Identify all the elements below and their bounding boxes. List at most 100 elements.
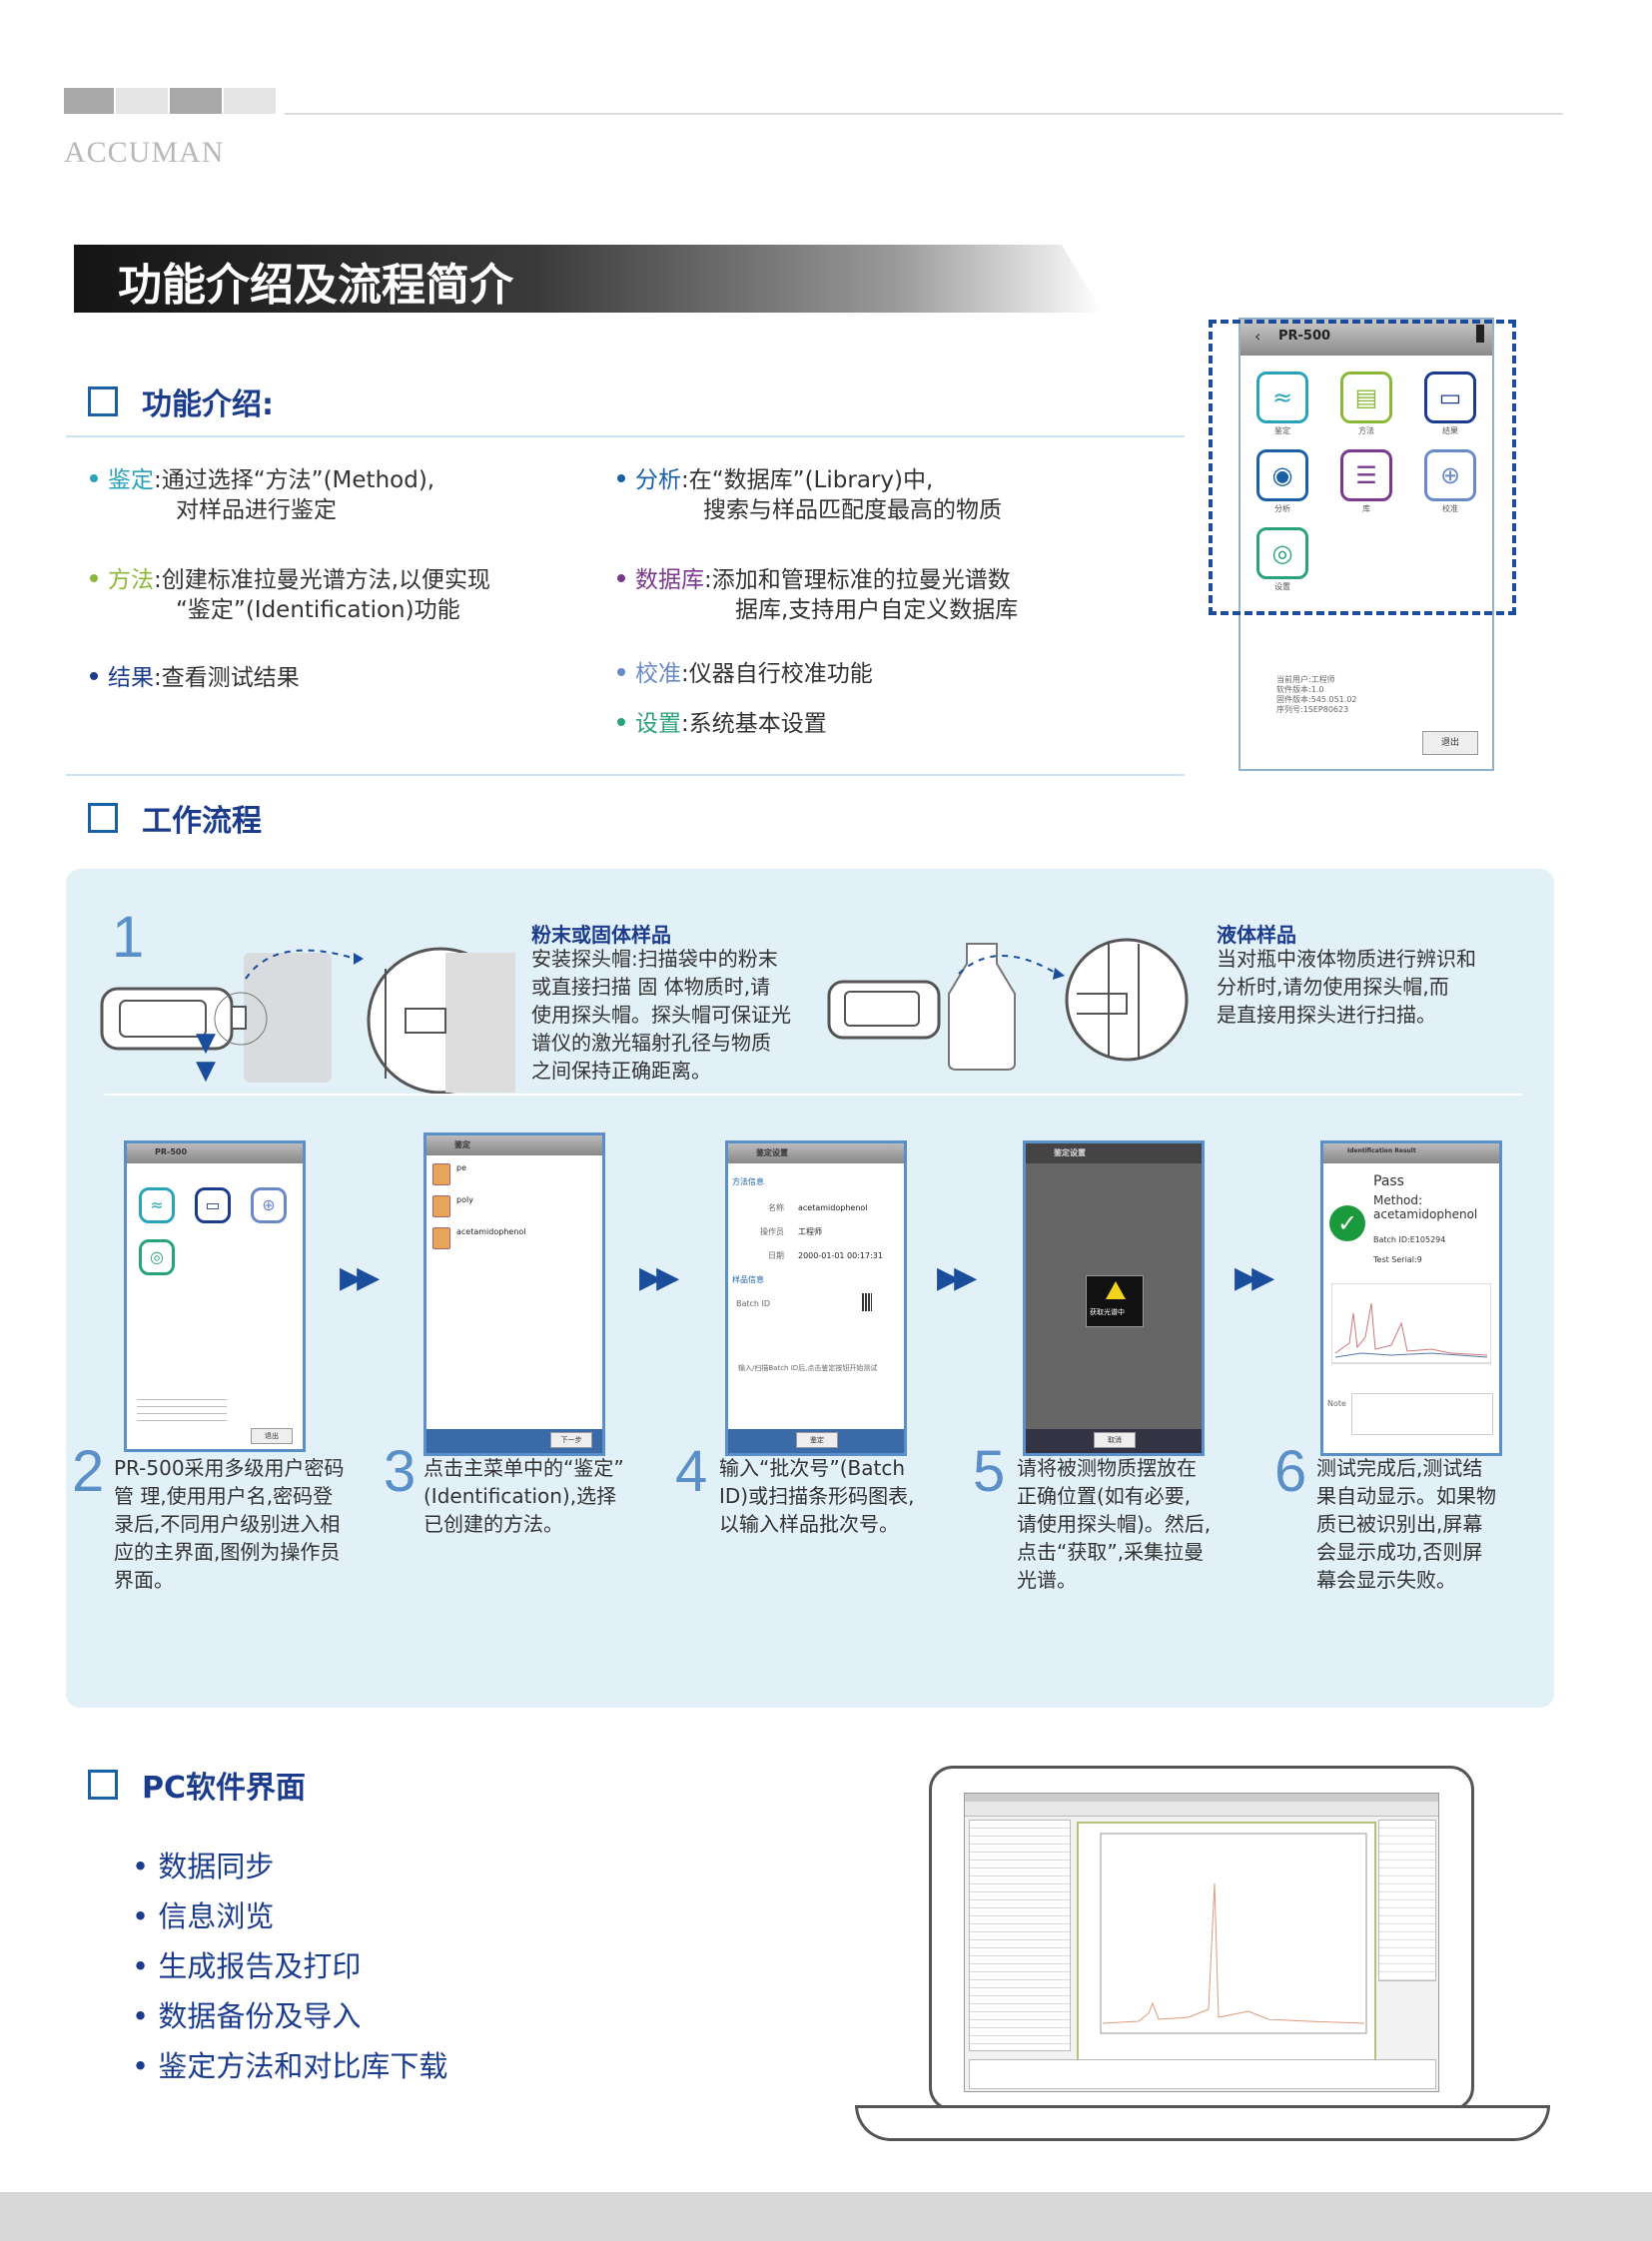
info-line: 软件版本:1.0 — [1276, 685, 1324, 694]
info-line: 当前用户:工程师 — [1276, 675, 1335, 684]
feature-desc-cont: “鉴定”(Identification)功能 — [176, 597, 460, 623]
step-line: 以输入样品批次号。 — [719, 1512, 899, 1536]
step-description: 请将被测物质摆放在正确位置(如有必要,请使用探头帽)。然后,点击“获取”,采集拉… — [1017, 1454, 1256, 1594]
file-tree — [969, 1820, 1071, 2051]
bullet-icon — [90, 671, 98, 680]
feature-item: 鉴定:通过选择“方法”(Method), 对样品进行鉴定 — [90, 465, 434, 525]
laser-warning-icon — [1106, 1281, 1126, 1299]
header-block-3 — [170, 88, 222, 114]
target-icon: ⊕ — [251, 1187, 287, 1223]
liquid-title: 液体样品 — [1217, 923, 1296, 947]
feature-desc-cont: 对样品进行鉴定 — [176, 497, 337, 523]
shot-title: PR-500 — [155, 1147, 188, 1156]
feature-key: 分析 — [635, 467, 681, 493]
header-rule — [285, 113, 1563, 115]
shot-bottom-bar: 取消 — [1026, 1429, 1202, 1453]
batch-id-label: Batch ID — [736, 1299, 771, 1308]
step-6-screenshot: Identification Result ✓ Pass Method: ace… — [1320, 1140, 1502, 1456]
toolbar — [965, 1802, 1438, 1817]
step-line: 界面。 — [114, 1568, 174, 1592]
checkbox-icon — [88, 803, 118, 833]
window-title-bar — [965, 1794, 1438, 1802]
folder-icon: ▭ — [195, 1187, 231, 1223]
shot-title-bar: PR-500 — [127, 1143, 303, 1163]
header-block-4 — [224, 88, 276, 114]
step-line: 请将被测物质摆放在 — [1017, 1456, 1197, 1480]
feature-item: 方法:创建标准拉曼光谱方法,以便实现“鉴定”(Identification)功能 — [90, 565, 490, 625]
checkbox-icon — [88, 386, 118, 416]
shot-bottom-bar: 下一步 — [426, 1429, 602, 1453]
features-heading-text: 功能介绍: — [142, 387, 274, 422]
bullet-icon: • — [132, 1850, 159, 1883]
shot-title-bar: 鉴定 — [426, 1135, 602, 1155]
step-line: 录后,不同用户级别进入相 — [114, 1512, 341, 1536]
shot-bottom-bar: 鉴定 — [728, 1429, 904, 1453]
feature-sep: : — [681, 711, 689, 737]
method-name: poly — [456, 1195, 473, 1204]
feature-desc-cont: 搜索与样品匹配度最高的物质 — [703, 497, 1002, 523]
liquid-text-line: 当对瓶中液体物质进行辨识和 — [1217, 947, 1476, 971]
feature-key: 设置 — [635, 711, 681, 737]
feature-sep: : — [704, 567, 712, 593]
main-menu-screenshot: ‹ PR-500 ≈鉴定▤方法▭结果◉分析☰库⊕校准◎设置 当前用户:工程师软件… — [1239, 318, 1494, 771]
feature-sep: : — [154, 467, 162, 493]
pc-feature-text: 生成报告及打印 — [158, 1949, 362, 1983]
step-line: 测试完成后,测试结 — [1316, 1456, 1483, 1480]
next-arrow-icon: ▶▶ — [1235, 1260, 1274, 1295]
feature-key: 方法 — [108, 567, 154, 593]
method-info-label: 方法信息 — [732, 1177, 764, 1186]
pc-heading-text: PC软件界面 — [142, 1771, 307, 1806]
laptop-base — [855, 2105, 1550, 2141]
feature-item: 设置:系统基本设置 — [617, 709, 827, 739]
feature-key: 鉴定 — [108, 467, 154, 493]
name-label: 名称 — [768, 1203, 784, 1212]
step-line: 应的主界面,图例为操作员 — [114, 1540, 341, 1564]
step-line: (Identification),选择 — [423, 1484, 617, 1508]
operator-value: 工程师 — [798, 1227, 822, 1236]
feature-sep: : — [154, 567, 162, 593]
shot-title: Identification Result — [1347, 1147, 1416, 1154]
step-description: PR-500采用多级用户密码管 理,使用用户名,密码登录后,不同用户级别进入相应… — [114, 1454, 354, 1594]
bullet-icon: • — [132, 1949, 159, 1983]
step-line: 会显示成功,否则屏 — [1316, 1540, 1483, 1564]
liquid-text: 当对瓶中液体物质进行辨识和分析时,请勿使用探头帽,而是直接用探头进行扫描。 — [1217, 945, 1476, 1029]
icon-label: 结果 — [1442, 426, 1458, 435]
bullet-icon — [90, 473, 98, 482]
pc-software-screen — [964, 1793, 1439, 2092]
pc-feature-text: 数据同步 — [158, 1850, 275, 1883]
shot-title-bar: 鉴定设置 — [728, 1143, 904, 1163]
powder-text: 安装探头帽:扫描袋中的粉末或直接扫描 固 体物质时,请使用探头帽。探头帽可保证光… — [531, 945, 791, 1085]
step-5-screenshot: 鉴定设置 获取光谱中 取消 — [1023, 1140, 1205, 1456]
bullet-icon: • — [132, 1899, 159, 1933]
status-panel — [969, 2059, 1436, 2089]
footer-bar — [0, 2192, 1652, 2241]
name-value: acetamidophenol — [798, 1203, 868, 1212]
method-label: Method: — [1373, 1193, 1423, 1207]
shot-title: 鉴定设置 — [1054, 1148, 1086, 1157]
test-serial: Test Serial:9 — [1373, 1255, 1422, 1264]
chart-icon: ≈鉴定 — [1256, 372, 1308, 435]
pc-heading: PC软件界面 — [88, 1763, 306, 1807]
bullet-icon: • — [132, 2049, 159, 2083]
shot-title-bar: 鉴定设置 — [1026, 1143, 1202, 1163]
bullet-icon — [617, 573, 625, 582]
feature-desc: 通过选择“方法”(Method), — [161, 467, 435, 493]
logout-button: 退出 — [1422, 731, 1478, 755]
banner-title: 功能介绍及流程简介 — [118, 260, 513, 311]
step-number: 6 — [1274, 1439, 1307, 1504]
info-line: 序列号:1SEP80623 — [1276, 705, 1349, 714]
method-name: pe — [456, 1163, 466, 1172]
book-icon: ▤方法 — [1340, 372, 1392, 435]
settings-icon: ◎设置 — [1256, 527, 1308, 591]
step-line: 输入“批次号”(Batch — [719, 1456, 906, 1480]
powder-text-line: 使用探头帽。探头帽可保证光 — [531, 1003, 791, 1027]
back-icon: ‹ — [1254, 327, 1261, 346]
icon-label: 设置 — [1274, 582, 1290, 591]
pc-feature-text: 鉴定方法和对比库下载 — [158, 2049, 448, 2083]
spectrum-plot — [1331, 1283, 1491, 1364]
step-line: 点击主菜单中的“鉴定” — [423, 1456, 624, 1480]
bullet-icon — [617, 667, 625, 676]
features-top-rule — [66, 435, 1185, 437]
pc-feature-text: 数据备份及导入 — [158, 1999, 362, 2033]
